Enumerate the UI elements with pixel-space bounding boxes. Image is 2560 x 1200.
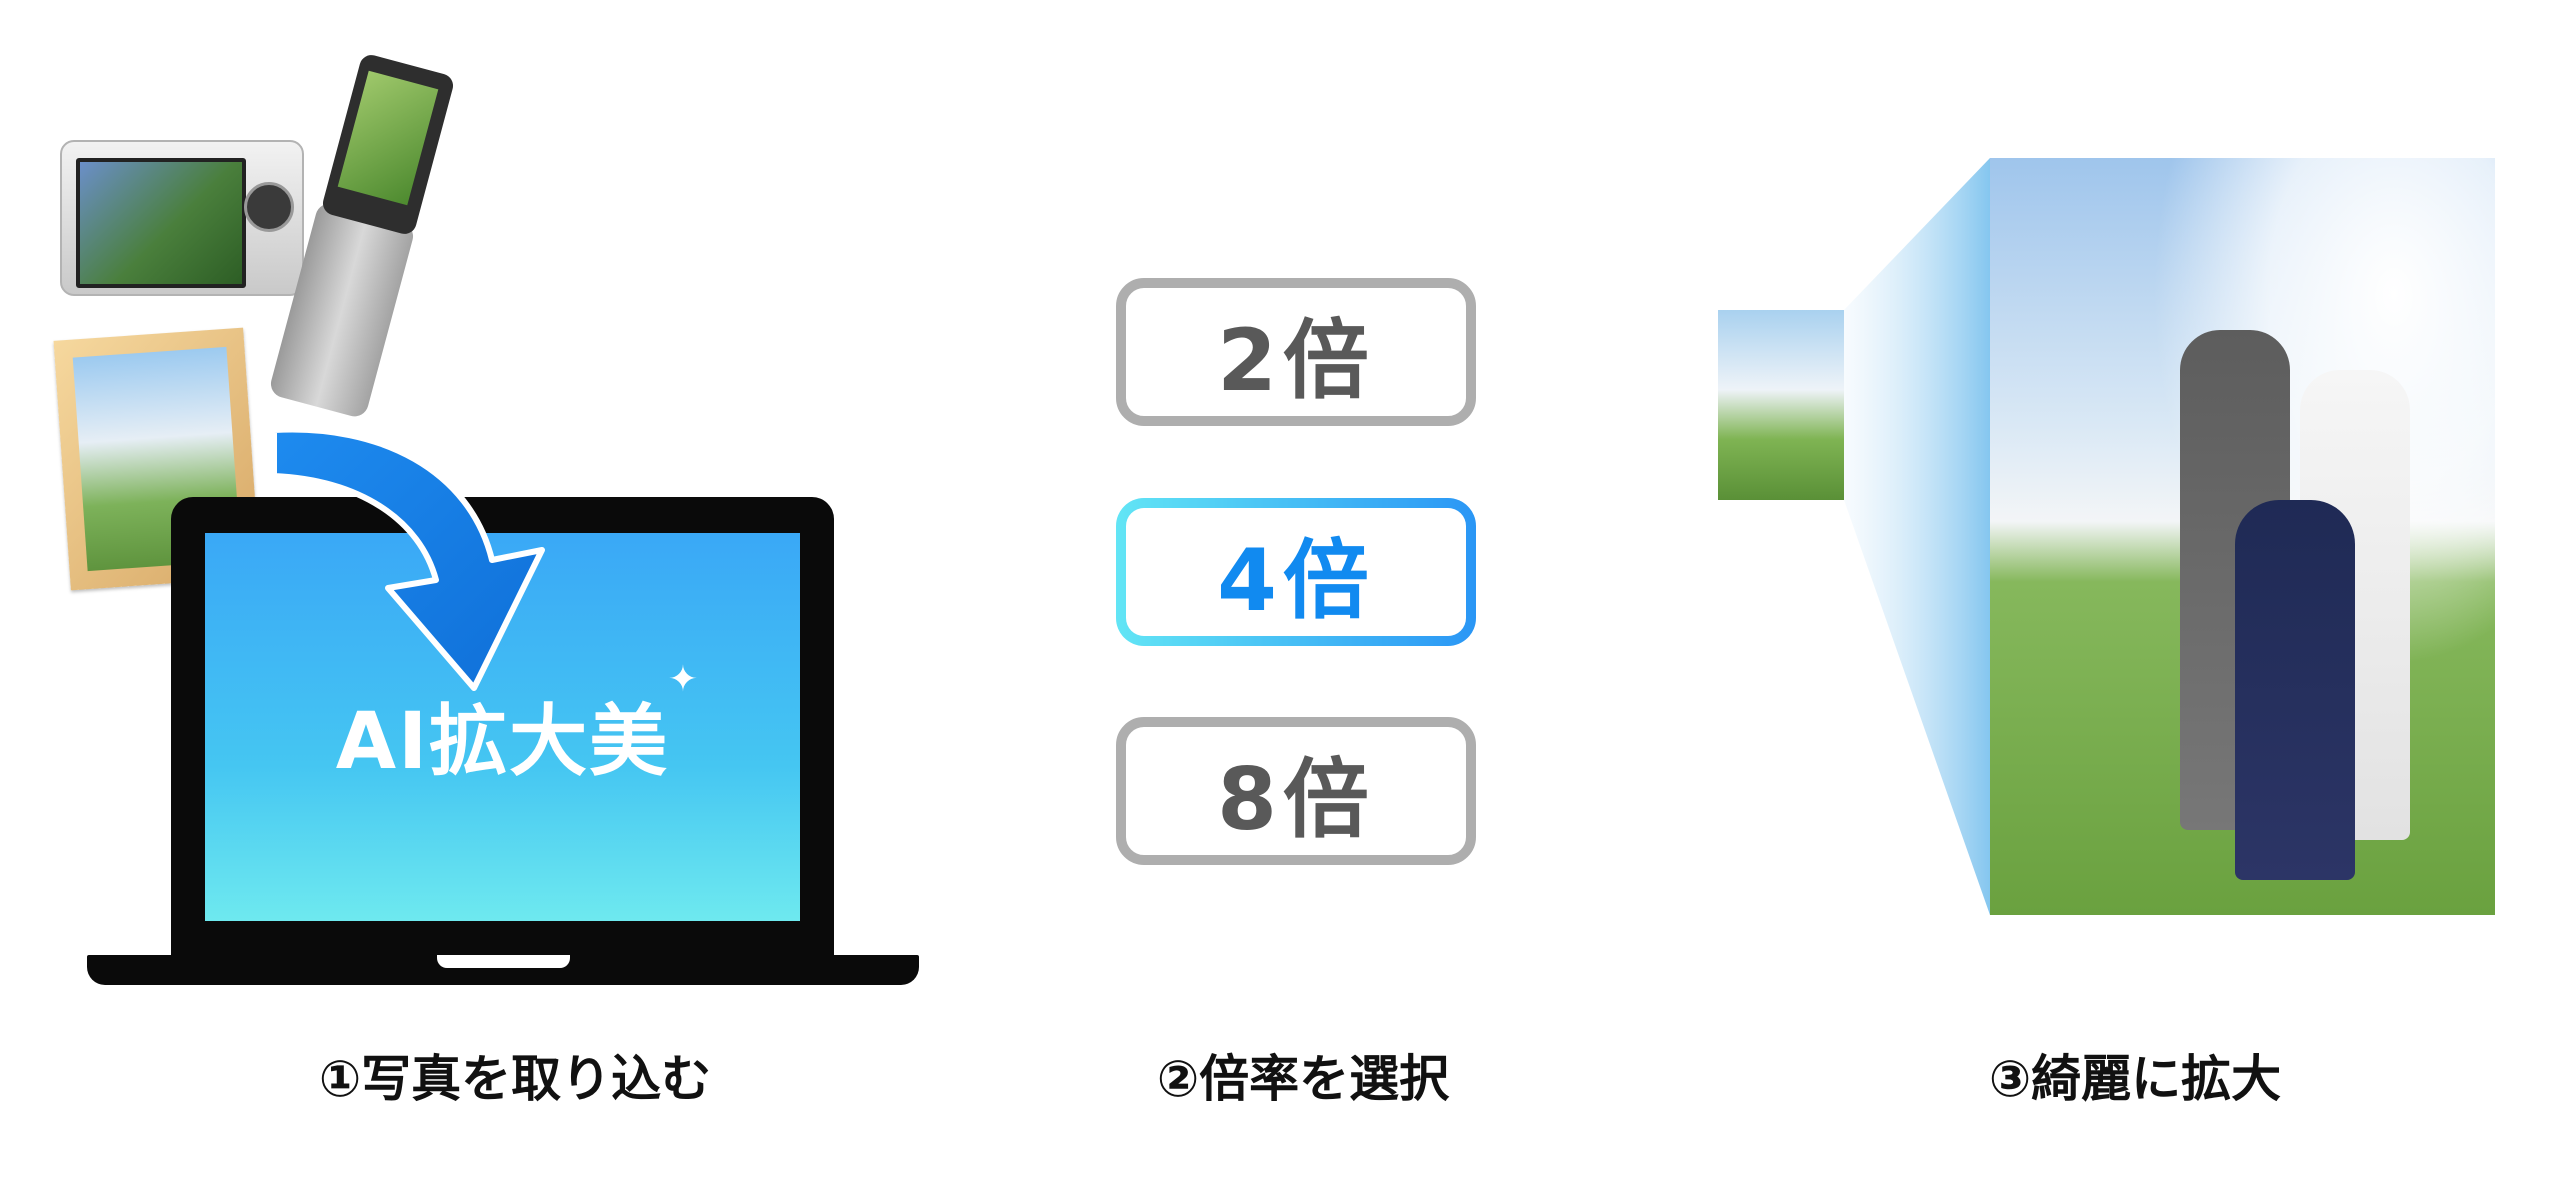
laptop-notch [437,955,570,968]
curved-arrow-down-icon [271,426,545,691]
zoom-projection-beam [1844,158,1990,915]
app-logo: AI拡大美 [335,697,670,787]
camera-control-dial [244,182,294,232]
step-3-caption: ③綺麗に拡大 [1988,1050,2282,1108]
original-small-photo [1718,310,1844,500]
magnification-option-2x[interactable]: 2倍 [1116,278,1476,426]
magnification-option-8x[interactable]: 8倍 [1116,717,1476,865]
camera-screen-photo [76,158,246,288]
magnification-option-4x[interactable]: 4倍 [1116,498,1476,646]
step-1-caption: ①写真を取り込む [318,1050,712,1108]
photo-figure-girl [2235,500,2355,880]
sparkle-icon: ✦ [667,659,699,700]
step-2-caption: ②倍率を選択 [1156,1050,1450,1108]
